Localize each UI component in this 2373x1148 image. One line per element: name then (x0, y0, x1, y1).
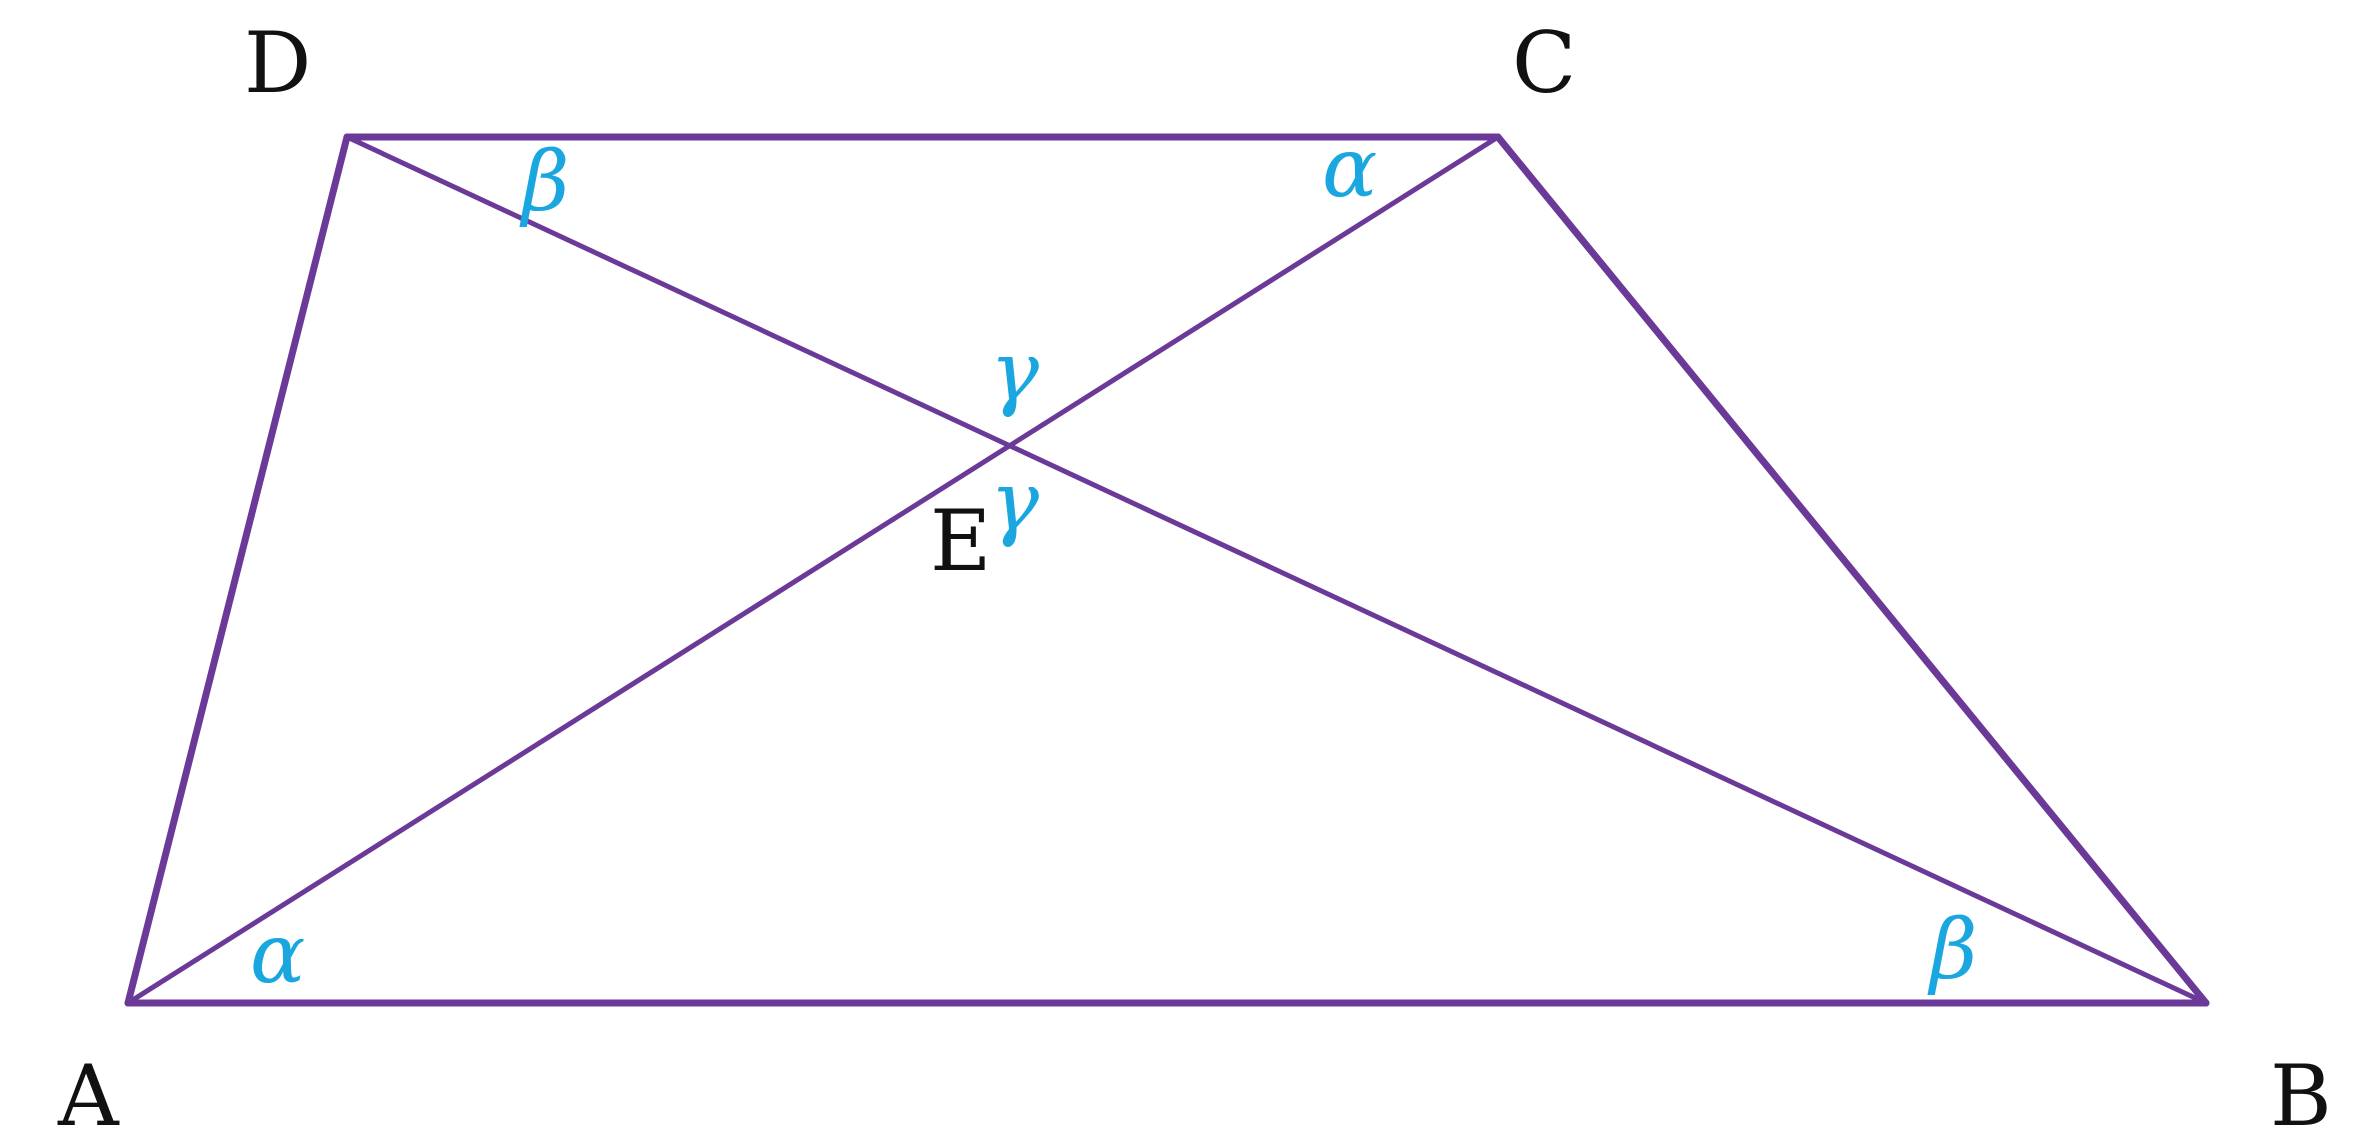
vertex-labels: D C A B E (57, 14, 2332, 1145)
vertex-label-c: C (1512, 14, 1576, 112)
angle-gamma-e-bottom: γ (990, 455, 1040, 550)
side-da (124, 133, 351, 1007)
segments (124, 133, 2210, 1007)
vertex-label-e: E (930, 492, 991, 590)
vertex-label-b: B (2270, 1047, 2332, 1145)
angle-labels: α α β β γ γ (250, 121, 1977, 1002)
diagonal-ac (125, 134, 1501, 1006)
angle-alpha-c: α (1322, 121, 1377, 216)
vertex-label-d: D (244, 14, 311, 112)
angle-alpha-a: α (250, 907, 305, 1002)
angle-gamma-e-top: γ (990, 325, 1040, 420)
diagonal-bd (344, 134, 2209, 1006)
angle-beta-b: β (1927, 903, 1977, 998)
angle-beta-d: β (519, 135, 569, 230)
vertex-label-a: A (57, 1047, 120, 1145)
side-bc (1494, 133, 2210, 1007)
